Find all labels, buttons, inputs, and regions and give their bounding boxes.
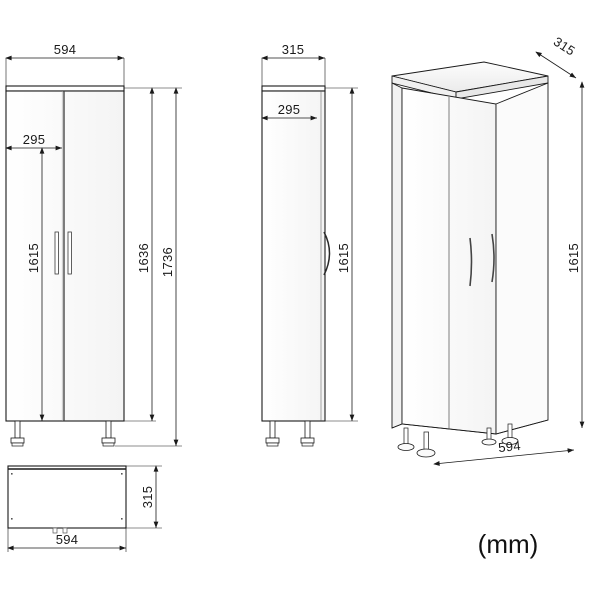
side-body <box>261 90 326 422</box>
front-total-height-value: 1736 <box>160 247 175 277</box>
iso-left-panel <box>391 82 403 429</box>
front-door-width-dimension: 295 <box>5 132 62 151</box>
front-width-dimension: 594 <box>5 42 125 88</box>
plan-depth-dimension: 315 <box>126 465 162 529</box>
front-door-width-value: 295 <box>23 132 46 147</box>
front-legs <box>10 420 116 447</box>
plan-corner-mark-br <box>121 518 123 520</box>
front-top-panel <box>5 85 125 92</box>
iso-width-dimension: 594 <box>433 438 575 466</box>
plan-handle-right <box>62 527 68 534</box>
plan-handle-left <box>52 527 58 534</box>
front-door-height-dimension: 1615 <box>26 147 45 421</box>
iso-depth-value: 315 <box>551 34 578 59</box>
plan-width-dimension: 594 <box>7 528 127 552</box>
side-top-panel <box>261 85 326 92</box>
plan-corner-mark-bl <box>11 518 13 520</box>
plan-depth-value: 315 <box>140 486 155 509</box>
iso-width-value: 594 <box>498 438 522 455</box>
front-cabinet-height-value: 1636 <box>136 243 151 273</box>
side-elevation-view: 315 295 1615 <box>261 42 358 447</box>
front-width-value: 594 <box>54 42 77 57</box>
top-plan-view: 315 594 <box>7 465 162 552</box>
iso-height-dimension: 1615 <box>566 81 585 428</box>
iso-legs <box>397 423 519 458</box>
isometric-view: 315 1615 594 <box>391 34 585 466</box>
plan-outline <box>7 465 127 529</box>
front-total-height-dimension: 1736 <box>115 87 182 447</box>
front-cabinet-height-dimension: 1636 <box>124 87 156 422</box>
side-legs <box>265 420 315 447</box>
side-height-dimension: 1615 <box>314 87 358 422</box>
iso-height-value: 1615 <box>566 243 581 273</box>
side-inner-depth-dimension: 295 <box>261 102 317 121</box>
iso-handle-left <box>469 237 473 287</box>
plan-corner-mark-tl <box>11 473 13 475</box>
iso-handle-right <box>491 233 495 283</box>
iso-depth-dimension: 315 <box>535 34 578 79</box>
side-height-value: 1615 <box>336 243 351 273</box>
side-inner-depth-value: 295 <box>278 102 301 117</box>
plan-corner-mark-tr <box>121 473 123 475</box>
front-handle-left <box>54 231 59 275</box>
side-depth-dimension: 315 <box>261 42 326 88</box>
side-depth-value: 315 <box>282 42 305 57</box>
front-handle-right <box>67 231 72 275</box>
unit-label: (mm) <box>478 529 539 559</box>
front-elevation-view: 594 295 1615 <box>5 42 182 447</box>
plan-width-value: 594 <box>56 532 79 547</box>
side-handle <box>323 231 331 276</box>
front-door-height-value: 1615 <box>26 243 41 273</box>
iso-door-right <box>495 82 549 435</box>
